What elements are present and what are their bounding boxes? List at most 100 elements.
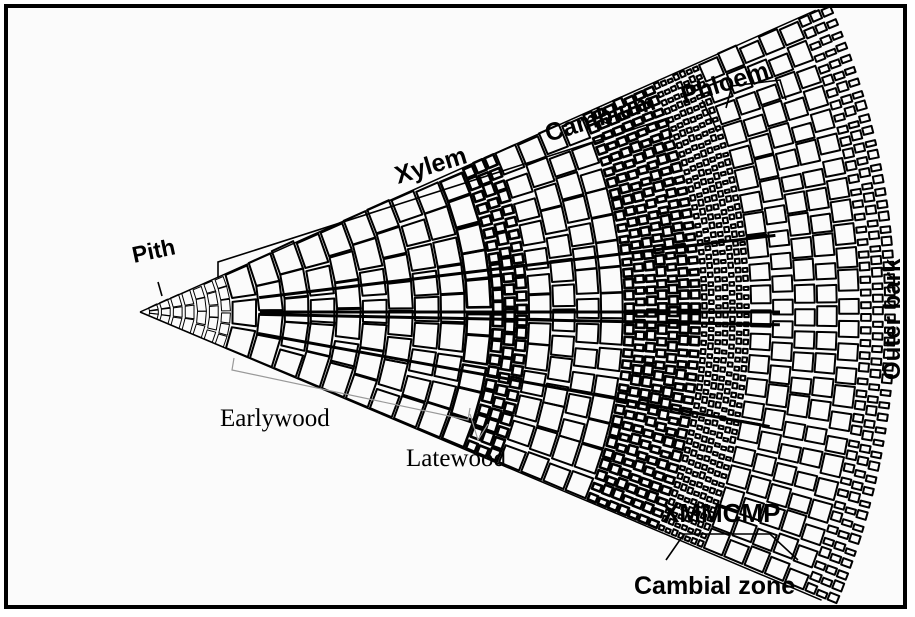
cell <box>666 252 675 259</box>
cell <box>701 277 706 282</box>
cell <box>665 475 675 484</box>
cell <box>703 189 708 194</box>
cell <box>577 299 599 318</box>
cell <box>673 74 679 81</box>
cell <box>712 480 717 485</box>
cell <box>508 421 535 447</box>
cell <box>717 393 722 399</box>
cell <box>588 493 598 502</box>
cell <box>868 150 879 160</box>
cell <box>680 130 686 137</box>
cell <box>702 436 708 442</box>
cell <box>726 457 731 461</box>
cell <box>646 275 655 282</box>
cell <box>631 182 641 190</box>
cell <box>668 151 679 161</box>
cell <box>862 126 873 135</box>
cell <box>666 428 676 436</box>
cell <box>285 297 309 324</box>
cell <box>674 134 680 140</box>
cell <box>841 558 852 568</box>
cell <box>689 135 695 142</box>
cell <box>681 484 687 491</box>
cell <box>725 189 730 193</box>
cell <box>866 406 877 416</box>
cell <box>185 305 194 319</box>
cell <box>574 348 597 368</box>
cell <box>674 440 684 450</box>
cell <box>651 482 662 492</box>
cell <box>719 377 724 381</box>
cell <box>613 453 624 464</box>
cell <box>703 486 708 491</box>
cell <box>699 170 705 176</box>
cell <box>815 23 827 34</box>
cell <box>657 280 666 287</box>
cell <box>641 139 651 147</box>
cell <box>731 186 736 191</box>
cell <box>713 452 718 456</box>
cell <box>669 296 678 305</box>
cell <box>648 407 658 415</box>
cell <box>677 473 683 479</box>
cell <box>517 292 527 301</box>
cell <box>439 323 465 352</box>
cell <box>627 484 638 494</box>
cell <box>730 317 735 322</box>
cell <box>652 385 661 392</box>
cell <box>617 224 627 232</box>
cell <box>671 126 677 131</box>
cell <box>710 157 715 162</box>
cell <box>876 427 886 433</box>
cell <box>744 314 749 317</box>
cell <box>860 262 870 270</box>
cell-walls <box>140 6 895 603</box>
cell <box>218 286 229 300</box>
cell <box>675 176 685 184</box>
cell <box>497 426 509 437</box>
cell <box>840 136 851 146</box>
cell <box>860 340 870 347</box>
cell <box>631 241 640 249</box>
cell <box>722 340 727 345</box>
cell <box>680 466 685 471</box>
cell <box>686 234 695 241</box>
cell <box>610 426 621 437</box>
cell <box>699 472 705 479</box>
cell <box>482 390 494 403</box>
cell <box>563 196 589 223</box>
cell <box>749 263 770 281</box>
cell <box>714 259 719 264</box>
cell <box>708 179 713 184</box>
cell <box>506 174 532 198</box>
cell <box>631 375 641 385</box>
cell <box>693 66 699 71</box>
cell <box>628 511 638 519</box>
cell <box>281 322 308 351</box>
cell <box>684 169 690 174</box>
cell <box>640 440 650 449</box>
cell <box>690 280 699 287</box>
cell <box>702 397 707 403</box>
cell <box>501 358 512 371</box>
cell <box>641 178 651 186</box>
cell <box>855 470 866 478</box>
cell <box>771 342 792 361</box>
cell <box>804 27 816 38</box>
cell <box>654 472 664 481</box>
cell <box>839 321 859 337</box>
cell <box>715 277 720 282</box>
cell <box>513 254 524 264</box>
cell <box>742 401 764 420</box>
cell <box>647 491 658 502</box>
cell <box>823 538 834 546</box>
cell <box>743 268 748 272</box>
cell <box>714 358 719 362</box>
cell <box>698 200 704 206</box>
cell <box>809 500 833 523</box>
cell <box>691 450 697 456</box>
cell <box>678 350 687 357</box>
cell <box>870 246 880 252</box>
